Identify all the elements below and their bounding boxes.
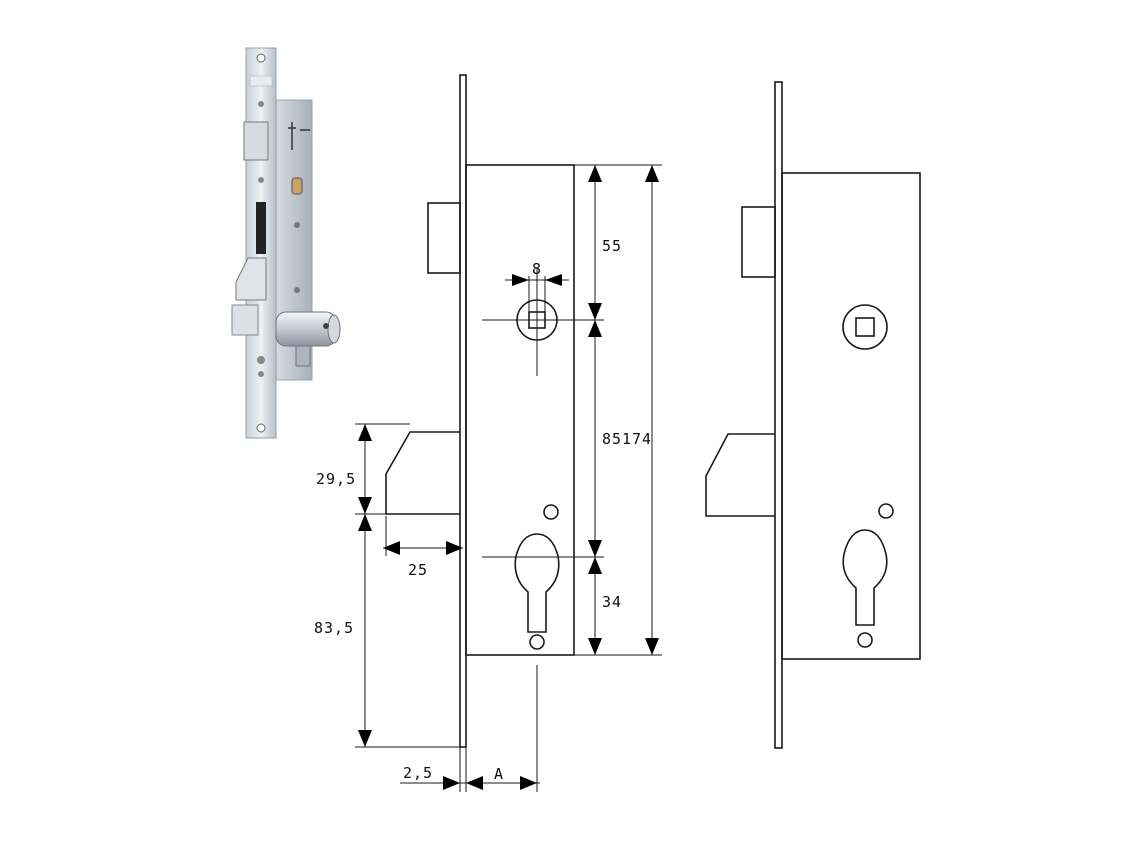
dim-25: 25 — [408, 561, 428, 579]
dim-85: 85 — [602, 430, 622, 448]
cylinder-cutout — [514, 533, 560, 633]
lock-case — [465, 164, 575, 656]
dim-A: A — [494, 765, 504, 783]
outline-view — [705, 81, 921, 749]
dim-83-5: 83,5 — [314, 619, 354, 637]
dim-174: 174 — [622, 430, 652, 448]
dim-55: 55 — [602, 237, 622, 255]
latch-bolt — [427, 202, 461, 274]
lock-photo — [231, 47, 341, 439]
dim-2-5: 2,5 — [403, 764, 433, 782]
dim-34: 34 — [602, 593, 622, 611]
faceplate — [459, 74, 467, 748]
dim-29-5: 29,5 — [316, 470, 356, 488]
dimensioned-drawing: 55 85 34 174 8 29,5 — [314, 74, 662, 792]
dim-8: 8 — [532, 260, 542, 278]
hook-bolt — [385, 431, 460, 515]
